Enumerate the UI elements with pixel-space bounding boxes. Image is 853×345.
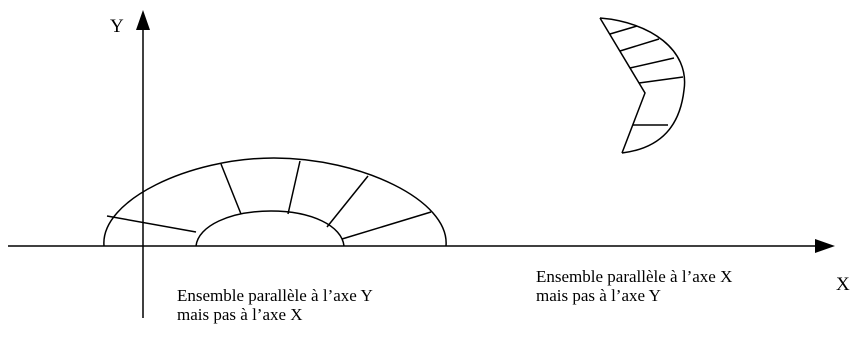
- coordinate-axes: [8, 10, 835, 318]
- x-axis-label: X: [836, 274, 850, 295]
- half-annulus-set: [103, 157, 447, 247]
- radial-segment-3: [287, 160, 301, 215]
- crescent-inner-edge: [599, 17, 646, 154]
- x-axis-arrowhead: [815, 239, 835, 253]
- crescent-hatch-1: [609, 25, 638, 35]
- crescent-hatch-2: [619, 38, 660, 52]
- caption-parallel-y: Ensemble parallèle à l’axe Y mais pas à …: [177, 286, 373, 324]
- crescent-hatch-3: [629, 57, 675, 69]
- caption-parallel-x: Ensemble parallèle à l’axe X mais pas à …: [536, 267, 732, 305]
- radial-segment-2: [220, 163, 242, 215]
- caption-parallel-y-line2: mais pas à l’axe X: [177, 305, 303, 324]
- y-axis-label: Y: [110, 16, 124, 37]
- y-axis-arrowhead: [136, 10, 150, 30]
- caption-parallel-x-line1: Ensemble parallèle à l’axe X: [536, 267, 733, 286]
- outer-arc: [103, 157, 447, 247]
- inner-arc: [195, 210, 345, 247]
- crescent-outer-curve: [599, 17, 686, 154]
- caption-parallel-y-line1: Ensemble parallèle à l’axe Y: [177, 286, 373, 305]
- radial-segment-1: [106, 215, 197, 233]
- radial-segment-5: [341, 211, 432, 240]
- radial-segment-4: [326, 175, 369, 228]
- caption-parallel-x-line2: mais pas à l’axe Y: [536, 286, 661, 305]
- crescent-set: [599, 17, 686, 154]
- crescent-hatch-4: [638, 76, 684, 84]
